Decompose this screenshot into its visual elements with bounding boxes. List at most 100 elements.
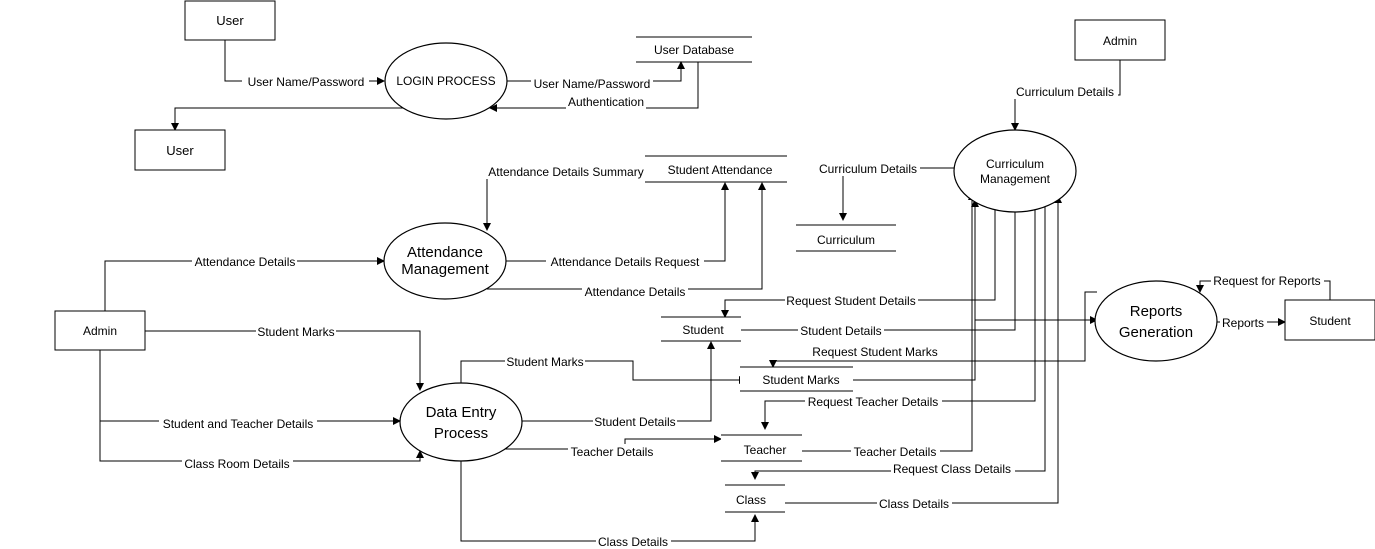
svg-text:User Name/Password: User Name/Password [534, 77, 651, 91]
svg-text:Request Teacher Details: Request Teacher Details [808, 395, 939, 409]
svg-text:Class Details: Class Details [598, 535, 668, 549]
external-entities: User User Admin Admin Student [54, 0, 1375, 351]
svg-text:Authentication: Authentication [568, 95, 644, 109]
store-teacher-label: Teacher [744, 443, 787, 457]
edge-entry-student-marks [460, 360, 747, 388]
svg-text:User Name/Password: User Name/Password [248, 75, 365, 89]
edge-class-curriculum [785, 195, 1062, 504]
store-class: Class [725, 484, 785, 513]
svg-text:Attendance Details Summary: Attendance Details Summary [488, 165, 643, 179]
flow-label-admin-curriculum: Curriculum Details [1013, 84, 1118, 99]
entity-user-bottom-label: User [166, 143, 194, 158]
svg-text:Attendance Details Request: Attendance Details Request [551, 255, 700, 269]
flow-label-admin-attendance: Attendance Details [192, 254, 297, 269]
flow-labels: User Name/Password User Name/Password Au… [159, 74, 1324, 549]
svg-text:Curriculum Details: Curriculum Details [819, 162, 917, 176]
svg-text:Curriculum Details: Curriculum Details [1016, 85, 1114, 99]
svg-text:Student Details: Student Details [594, 415, 675, 429]
svg-text:Request for Reports: Request for Reports [1213, 274, 1320, 288]
process-curriculum-line2: Management [980, 172, 1051, 186]
entity-student-right: Student [1284, 299, 1375, 341]
svg-text:Student Details: Student Details [800, 324, 881, 338]
process-curriculum-management: Curriculum Management [953, 129, 1077, 213]
edge-student-details-reports [740, 316, 1098, 331]
process-reports-generation: Reports Generation [1094, 280, 1218, 362]
data-stores: User Database Student Attendance Curricu… [636, 36, 896, 513]
processes: LOGIN PROCESS Attendance Management Data… [383, 42, 1218, 462]
edge-attendance-request [506, 182, 729, 262]
entity-user-bottom: User [134, 129, 226, 171]
flow-label-entry-student-details: Student Details [593, 414, 677, 429]
svg-text:Attendance Details: Attendance Details [585, 285, 686, 299]
store-user-database-label: User Database [654, 43, 734, 57]
store-class-label: Class [736, 493, 766, 507]
entity-admin-left-label: Admin [83, 324, 117, 338]
entity-user-top: User [184, 0, 276, 41]
flow-label-login-db: User Name/Password [531, 76, 653, 91]
store-student-attendance-label: Student Attendance [668, 163, 773, 177]
process-attendance-management: Attendance Management [383, 222, 507, 300]
edge-request-student-marks [769, 291, 1097, 368]
flow-label-admin-student-teacher: Student and Teacher Details [159, 416, 317, 431]
store-student-label: Student [682, 323, 724, 337]
flow-label-teacher-details-out: Teacher Details [851, 444, 940, 459]
flow-label-admin-student-marks: Student Marks [256, 324, 336, 339]
svg-text:Teacher Details: Teacher Details [571, 445, 654, 459]
process-attendance-line1: Attendance [407, 244, 483, 261]
store-student-marks-label: Student Marks [762, 373, 839, 387]
flow-label-entry-student-marks: Student Marks [505, 354, 585, 369]
store-user-database: User Database [636, 36, 752, 63]
store-student-attendance: Student Attendance [645, 155, 787, 183]
edge-attendance-summary [483, 170, 645, 231]
edge-userdb-login [489, 62, 699, 112]
flow-label-request-student-details: Request Student Details [785, 293, 918, 308]
edge-entry-student-details [521, 341, 715, 422]
svg-text:Request Student Details: Request Student Details [786, 294, 915, 308]
flow-label-class-details-out: Class Details [877, 496, 952, 511]
flow-label-request-student-marks: Request Student Marks [810, 344, 941, 359]
flow-label-attendance-summary: Attendance Details Summary [486, 164, 645, 179]
process-login: LOGIN PROCESS [384, 42, 508, 120]
entity-student-right-label: Student [1309, 314, 1351, 328]
svg-text:Class Details: Class Details [879, 497, 949, 511]
store-student: Student [661, 316, 741, 342]
svg-text:Reports: Reports [1222, 316, 1264, 330]
svg-text:Request Student Marks: Request Student Marks [812, 345, 937, 359]
process-reports-line1: Reports [1130, 303, 1183, 320]
process-reports-line2: Generation [1119, 324, 1193, 341]
edge-student-marks-curriculum [853, 199, 979, 381]
edge-admin-student-marks [145, 330, 424, 391]
store-teacher: Teacher [721, 434, 802, 462]
entity-admin-top-label: Admin [1103, 34, 1137, 48]
flow-label-attendance-request: Attendance Details Request [546, 254, 704, 269]
entity-user-top-label: User [216, 13, 244, 28]
flow-label-user-login: User Name/Password [242, 74, 369, 89]
svg-text:Request Class Details: Request Class Details [893, 462, 1011, 476]
store-student-marks: Student Marks [740, 366, 853, 392]
svg-text:Student and Teacher Details: Student and Teacher Details [163, 417, 314, 431]
edge-admin-student-teacher [99, 350, 401, 425]
flow-label-request-class-details: Request Class Details [891, 461, 1015, 476]
entity-admin-top: Admin [1074, 19, 1166, 61]
edge-entry-class-details [460, 461, 759, 542]
flow-label-student-details-out: Student Details [798, 323, 884, 338]
entity-admin-left: Admin [54, 310, 146, 351]
process-data-entry-line2: Process [434, 425, 488, 442]
flow-label-attendance-details: Attendance Details [582, 284, 688, 299]
process-data-entry: Data Entry Process [399, 382, 523, 462]
store-curriculum-label: Curriculum [817, 233, 875, 247]
svg-text:Attendance Details: Attendance Details [195, 255, 296, 269]
edge-student-details-curriculum [975, 204, 1019, 331]
flow-label-authentication: Authentication [566, 94, 646, 109]
process-curriculum-line1: Curriculum [986, 157, 1044, 171]
flow-label-reports: Reports [1220, 315, 1267, 330]
flow-label-curriculum-store: Curriculum Details [816, 161, 920, 176]
process-attendance-line2: Management [401, 261, 489, 278]
svg-text:Student Marks: Student Marks [506, 355, 583, 369]
svg-text:Class Room Details: Class Room Details [184, 457, 289, 471]
flow-label-admin-class-room: Class Room Details [182, 456, 293, 471]
svg-text:Student Marks: Student Marks [257, 325, 334, 339]
flow-label-request-teacher-details: Request Teacher Details [805, 394, 942, 409]
process-data-entry-line1: Data Entry [426, 404, 497, 421]
